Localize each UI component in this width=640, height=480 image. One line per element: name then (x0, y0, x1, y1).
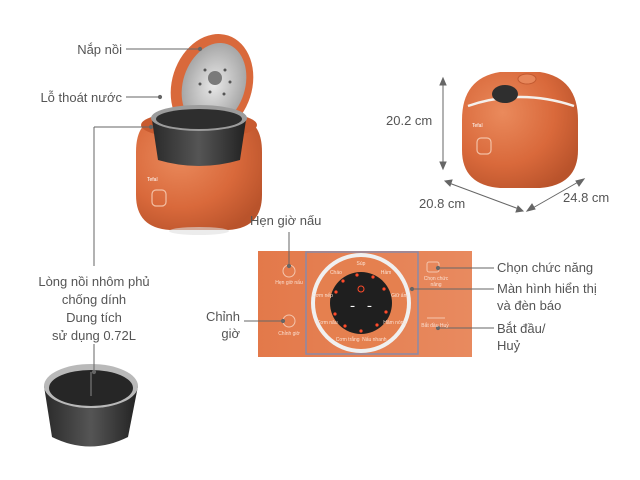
height-dimension: 20.2 cm (386, 113, 433, 128)
adjust-time-label: Chỉnh giờ (206, 309, 240, 341)
control-panel-image: - - (244, 232, 494, 357)
open-cooker-image: Tefal (136, 34, 262, 235)
ring-mode-label: Hâm nóng (383, 319, 407, 326)
panel-timer-label: Hẹn giờ nấu (275, 280, 303, 286)
leader-lines (91, 46, 203, 375)
width-dimension: 20.8 cm (419, 196, 466, 211)
function-label: Chọn chức năng (497, 260, 594, 275)
brand-logo: Tefal (472, 123, 483, 129)
ring-mode-label: Cơm nếp (312, 293, 333, 300)
display-digits: - - (348, 299, 373, 315)
dimension-arrows (439, 76, 586, 213)
display-label: Màn hình hiển thị và đèn báo (497, 281, 597, 313)
ring-mode-label: Nấu nhanh (362, 336, 387, 343)
panel-function-label: Chọn chức năng (423, 276, 449, 288)
panel-start-label: Bắt đầu Huỷ (421, 323, 449, 329)
depth-dimension: 24.8 cm (563, 190, 610, 205)
ring-mode-label: Cơm trắng (335, 336, 360, 343)
start-cancel-label: Bắt đầu/ Huỷ (497, 321, 546, 353)
inner-pot-image (44, 364, 138, 447)
ring-mode-label: Súp (356, 261, 366, 267)
brand-logo-small: Tefal (147, 177, 158, 183)
ring-mode-label: Cơm nâu (316, 319, 338, 326)
ring-mode-label: Cháo (329, 270, 342, 277)
inner-pot-description: Lòng nồi nhôm phủ chống dính Dung tích s… (38, 274, 150, 343)
closed-cooker-image: Tefal (462, 72, 578, 188)
ring-mode-label: Hầm (380, 270, 392, 277)
lid-label: Nắp nồi (77, 42, 122, 57)
vent-label: Lỗ thoát nước (40, 90, 122, 105)
ring-mode-label: Giữ ấm (391, 293, 408, 300)
panel-adjust-label: Chỉnh giờ (278, 331, 300, 337)
timer-label: Hẹn giờ nấu (250, 213, 322, 228)
